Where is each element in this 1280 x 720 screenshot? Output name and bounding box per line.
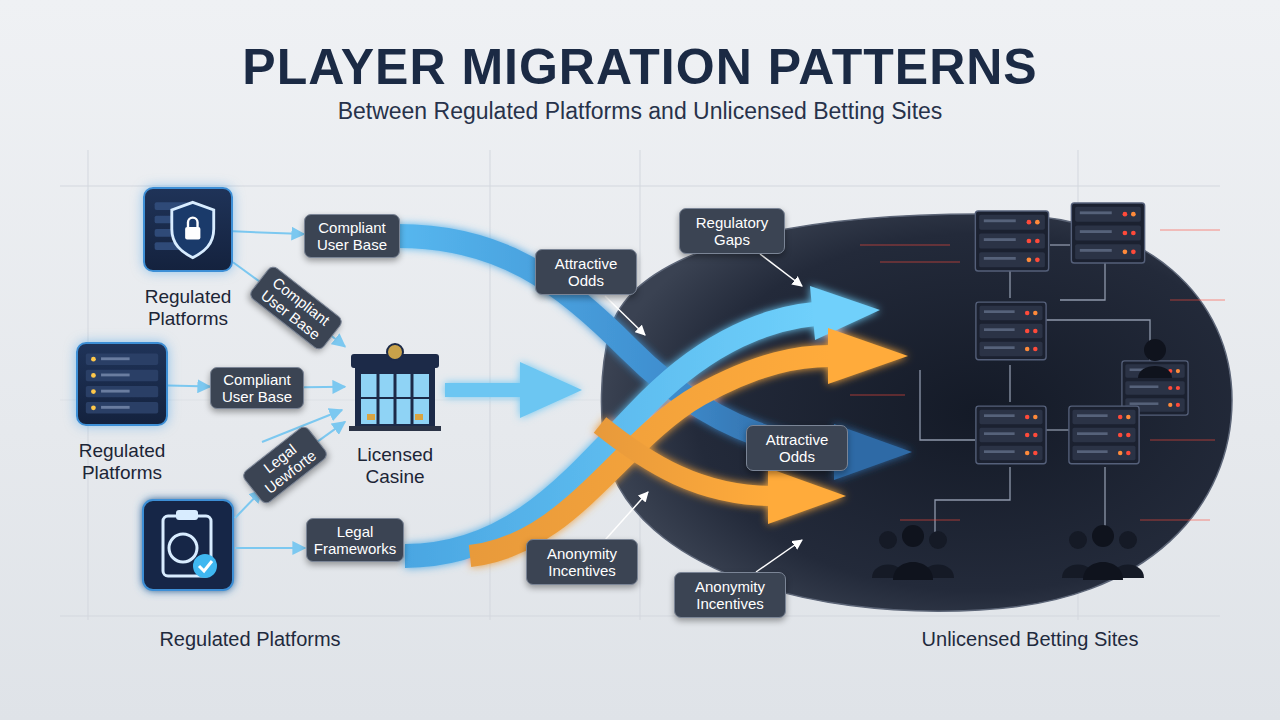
connector-arrow <box>233 231 304 234</box>
connector-arrow <box>168 385 210 386</box>
server-racks <box>975 203 1188 464</box>
casino-icon: Licensed Casine <box>345 340 445 432</box>
box-text: Legal Frameworks <box>311 523 399 558</box>
platform-icon: Regulated Platforms <box>76 342 168 426</box>
connector-arrow <box>233 262 261 282</box>
diagram-title: PLAYER MIGRATION PATTERNS <box>0 38 1280 96</box>
callout-box: Regulatory Gaps <box>679 208 785 254</box>
callout-box: Compliant User Base <box>304 214 400 258</box>
icon-caption: Regulated Platforms <box>123 286 253 330</box>
icon-glyph <box>345 340 445 432</box>
callout-box: Anonymity Incentives <box>526 539 638 585</box>
callout-box: Compliant User Base <box>210 367 304 409</box>
icon-glyph <box>78 344 166 424</box>
box-text: Regulatory Gaps <box>684 214 780 249</box>
icon-glyph <box>145 189 231 270</box>
subtitle: Between Regulated Platforms and Unlicens… <box>0 98 1280 125</box>
box-text: Compliant User Base <box>215 371 299 406</box>
zone-label: Regulated Platforms <box>90 628 410 651</box>
box-text: Attractive Odds <box>540 255 632 290</box>
callout-box: Compliant User Base <box>247 264 344 352</box>
box-text: Compliant User Base <box>309 219 395 254</box>
callout-box: Attractive Odds <box>746 425 848 471</box>
box-text: Compliant User Base <box>253 269 339 347</box>
box-text: Anonymity Incentives <box>679 578 781 613</box>
connector-arrow <box>331 336 345 347</box>
box-text: Anonymity Incentives <box>531 545 633 580</box>
icon-caption: Licensed Casine <box>330 444 460 488</box>
platform-icon: Regulated Platforms <box>143 187 233 272</box>
connector-arrow <box>304 386 345 389</box>
box-text: Legal Uewforte <box>246 429 324 501</box>
user-group <box>872 525 954 580</box>
connector-arrow <box>317 422 345 442</box>
icon-caption: Regulated Platforms <box>57 440 187 484</box>
box-text: Attractive Odds <box>751 431 843 466</box>
zone-label: Unlicensed Betting Sites <box>870 628 1190 651</box>
callout-box: Attractive Odds <box>535 249 637 295</box>
callout-box: Anonymity Incentives <box>674 572 786 618</box>
network-lines <box>920 245 1150 540</box>
compliance-icon <box>143 500 233 590</box>
callout-box: Legal Uewforte <box>240 424 329 506</box>
migration-ribbons <box>398 236 912 556</box>
data-streaks <box>850 230 1225 520</box>
user-figure <box>1144 339 1166 361</box>
callout-arrows <box>605 254 802 572</box>
user-group <box>1062 525 1144 580</box>
user-figure <box>1138 366 1172 378</box>
callout-box: Legal Frameworks <box>306 518 404 562</box>
